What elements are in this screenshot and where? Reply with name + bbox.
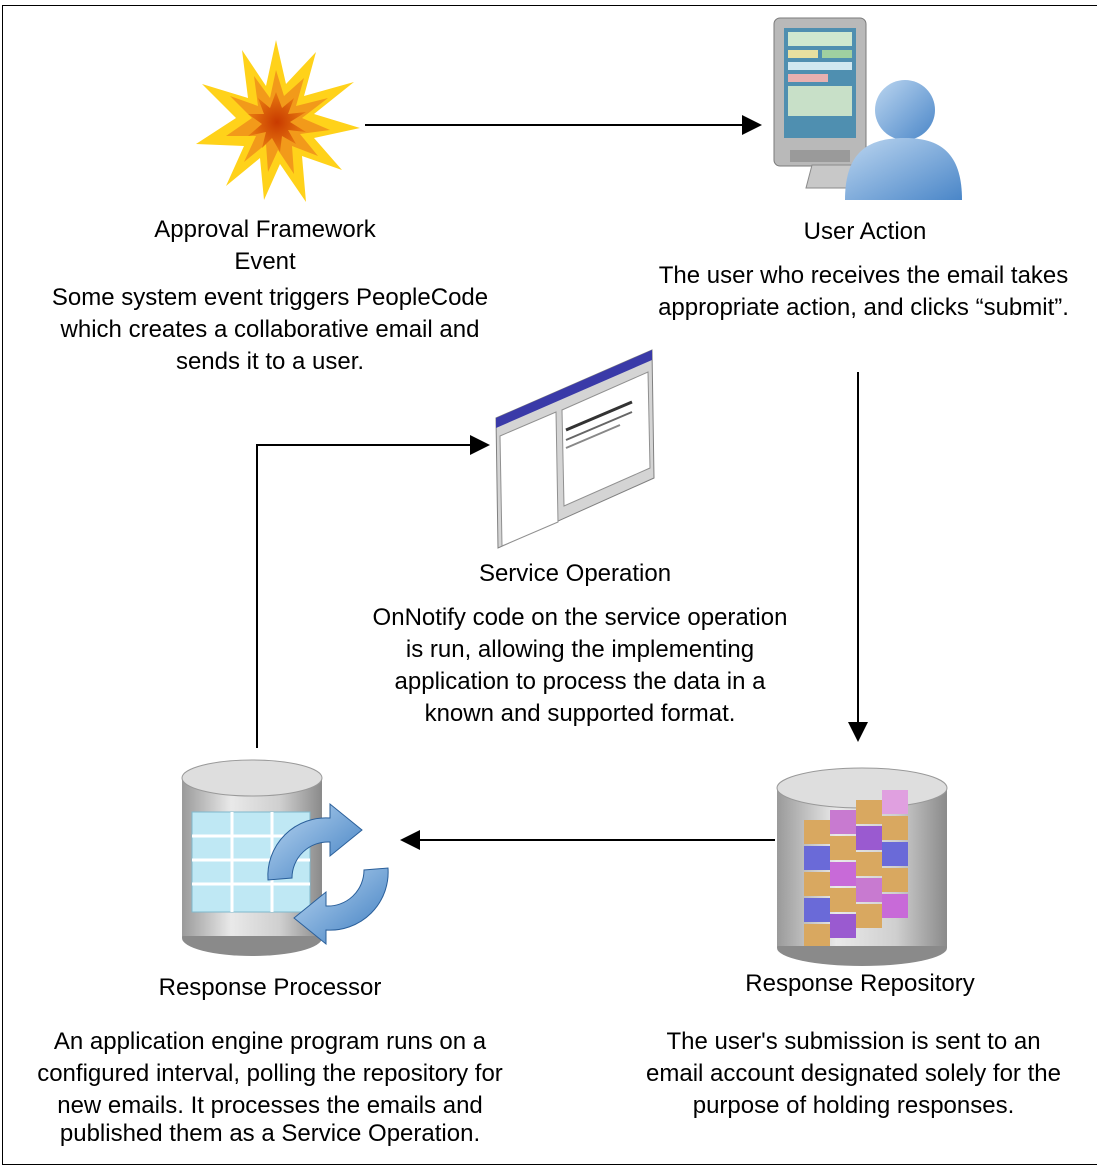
- service-operation-desc-line: known and supported format.: [424, 700, 736, 727]
- approval-desc-line: sends it to a user.: [175, 348, 365, 375]
- service-operation-desc-line: OnNotify code on the service operation: [372, 604, 788, 631]
- response-processor-desc-line: configured interval, polling the reposit…: [37, 1060, 503, 1087]
- database-cycle-icon: [181, 759, 389, 956]
- starburst-event-icon: [196, 40, 360, 202]
- response-processor-desc-line: published them as a Service Operation.: [59, 1120, 481, 1147]
- response-repository-desc-line: purpose of holding responses.: [692, 1092, 1015, 1119]
- response-repository-desc-line: The user's submission is sent to an: [666, 1028, 1041, 1055]
- user-action-desc-line: The user who receives the email takes: [658, 262, 1069, 289]
- approval-title-line2: Event: [234, 248, 296, 275]
- database-cubes-icon: [776, 767, 948, 966]
- response-repository-title: Response Repository: [745, 970, 975, 997]
- service-operation-title: Service Operation: [478, 560, 672, 587]
- service-operation-desc-line: application to process the data in a: [394, 668, 766, 695]
- service-operation-desc-line: is run, allowing the implementing: [405, 636, 755, 663]
- approval-desc-line: which creates a collaborative email and: [60, 316, 480, 343]
- approval-title-line1: Approval Framework: [154, 216, 376, 243]
- user-action-title: User Action: [803, 218, 927, 245]
- response-processor-title: Response Processor: [158, 974, 382, 1001]
- arrow-processor-to-service: [256, 435, 490, 748]
- response-processor-desc-line: An application engine program runs on a: [53, 1028, 487, 1055]
- response-repository-desc-line: email account designated solely for the: [646, 1060, 1061, 1087]
- response-processor-desc-line: new emails. It processes the emails and: [57, 1092, 483, 1119]
- approval-desc-line: Some system event triggers PeopleCode: [51, 284, 489, 311]
- application-window-icon: [495, 349, 655, 549]
- computer-user-icon: [773, 17, 962, 200]
- user-action-desc-line: appropriate action, and clicks “submit”.: [658, 294, 1069, 321]
